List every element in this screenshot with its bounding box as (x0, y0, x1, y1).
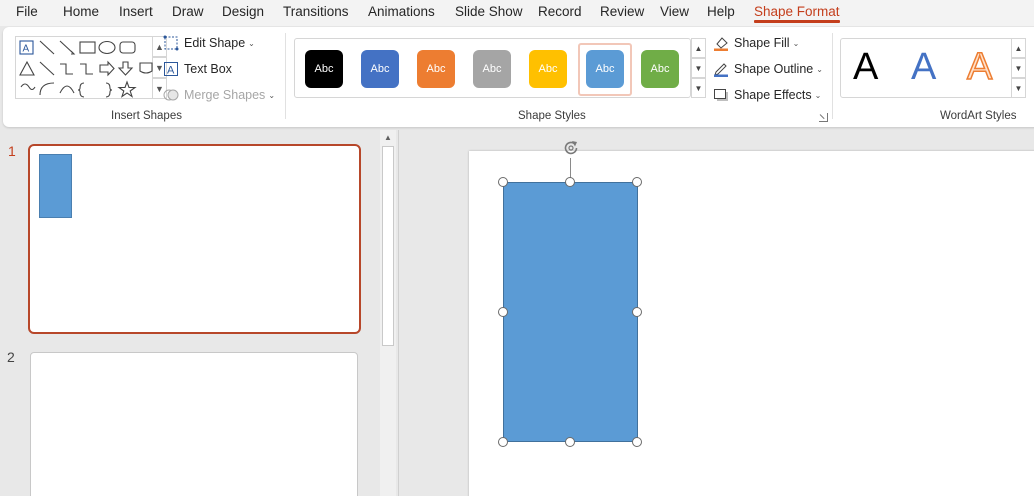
tab-shape-format[interactable]: Shape Format (754, 4, 840, 23)
paint-bucket-icon (713, 35, 729, 51)
shape-fill-label: Shape Fill (734, 36, 790, 50)
chevron-down-icon: ⌄ (816, 64, 823, 74)
shape-styles-group-label: Shape Styles (518, 110, 586, 122)
tab-help[interactable]: Help (707, 4, 735, 19)
menu-bar: File Home Insert Draw Design Transitions… (0, 0, 1034, 26)
style-swatch-2[interactable]: Abc (361, 50, 399, 88)
svg-text:A: A (167, 65, 175, 77)
slide-number-1: 1 (8, 143, 16, 159)
tab-transitions[interactable]: Transitions (283, 4, 349, 19)
shape-fill-button[interactable]: Shape Fill ⌄ (713, 32, 799, 54)
rotation-connector (570, 158, 571, 182)
merge-shapes-icon (163, 87, 179, 103)
slide-thumbnail-1[interactable] (28, 144, 361, 334)
insert-shapes-group-label: Insert Shapes (111, 110, 182, 122)
text-box-button[interactable]: A Text Box (163, 58, 232, 80)
chevron-down-icon: ⌄ (814, 90, 822, 100)
styles-more[interactable]: ▼ (691, 78, 706, 98)
swatch-label: Abc (650, 63, 670, 75)
edit-shape-icon (163, 35, 179, 51)
shape-effects-button[interactable]: Shape Effects ⌄ (713, 84, 821, 106)
rotate-handle-icon[interactable] (561, 138, 581, 158)
edit-shape-button[interactable]: Edit Shape ⌄ (163, 32, 255, 54)
shape-outline-label: Shape Outline (734, 62, 814, 76)
thumbnails-scrollbar[interactable]: ▲ (380, 130, 396, 496)
resize-handle-bottom-left[interactable] (498, 437, 508, 447)
shape-effects-label: Shape Effects (734, 88, 812, 102)
shapes-gallery[interactable]: A (15, 36, 153, 99)
tab-insert[interactable]: Insert (119, 4, 153, 19)
swatch-label: Abc (426, 63, 446, 75)
edit-shape-label: Edit Shape (184, 36, 246, 50)
selected-rectangle-shape[interactable] (503, 182, 638, 442)
text-box-icon: A (163, 61, 179, 77)
swatch-label: Abc (482, 63, 502, 75)
group-divider (285, 33, 286, 119)
resize-handle-bottom[interactable] (565, 437, 575, 447)
resize-handle-right[interactable] (632, 307, 642, 317)
group-divider (832, 33, 833, 119)
thumbnail-shape (39, 154, 72, 218)
slide-thumbnail-2[interactable] (30, 352, 358, 496)
tab-design[interactable]: Design (222, 4, 265, 19)
shapes-gallery-icons: A (19, 40, 153, 98)
resize-handle-top-right[interactable] (632, 177, 642, 187)
style-swatch-1[interactable]: Abc (305, 50, 343, 88)
tab-home[interactable]: Home (63, 4, 100, 19)
resize-handle-left[interactable] (498, 307, 508, 317)
tab-draw[interactable]: Draw (172, 4, 204, 19)
selected-style-highlight (578, 43, 632, 96)
tab-file[interactable]: File (16, 4, 38, 19)
scroll-up-arrow[interactable]: ▲ (384, 132, 392, 142)
wordart-styles-group-label: WordArt Styles (940, 110, 1017, 122)
style-swatch-6[interactable]: Abc (586, 50, 624, 88)
ribbon: A (3, 27, 1034, 127)
scroll-thumb[interactable] (382, 146, 394, 346)
merge-shapes-label: Merge Shapes (184, 88, 266, 102)
style-swatch-3[interactable]: Abc (417, 50, 455, 88)
wordart-style-3[interactable]: A (966, 45, 993, 89)
wordart-style-2[interactable]: A (911, 46, 937, 88)
shape-styles-gallery: Abc Abc Abc Abc Abc Abc Abc (294, 38, 691, 98)
swatch-label: Abc (595, 63, 615, 75)
wordart-style-1[interactable]: A (853, 46, 879, 88)
resize-handle-top-left[interactable] (498, 177, 508, 187)
style-swatch-5[interactable]: Abc (529, 50, 567, 88)
swatch-label: Abc (314, 63, 334, 75)
style-swatch-4[interactable]: Abc (473, 50, 511, 88)
svg-text:A: A (23, 44, 30, 55)
shapes-scroll-down[interactable]: ▼ (153, 57, 167, 78)
wordart-gallery: A A A (840, 38, 1020, 98)
wordart-more[interactable]: ▼ (1011, 78, 1026, 98)
pane-divider[interactable] (398, 130, 399, 496)
chevron-down-icon: ⌄ (248, 38, 255, 48)
tab-slide-show[interactable]: Slide Show (455, 4, 523, 19)
swatch-label: Abc (538, 63, 558, 75)
shape-styles-dialog-launcher[interactable] (819, 113, 828, 122)
chevron-down-icon: ⌄ (268, 90, 276, 100)
tab-review[interactable]: Review (600, 4, 645, 19)
wordart-scroll-down[interactable]: ▼ (1011, 58, 1026, 78)
tab-view[interactable]: View (660, 4, 690, 19)
tab-record[interactable]: Record (538, 4, 582, 19)
shapes-more[interactable]: ▼ (153, 78, 167, 99)
chevron-down-icon: ⌄ (792, 38, 800, 48)
slide-number-2: 2 (7, 349, 15, 365)
text-box-label: Text Box (184, 62, 232, 76)
pencil-icon (713, 61, 729, 77)
resize-handle-top[interactable] (565, 177, 575, 187)
shape-effects-icon (713, 87, 729, 103)
styles-scroll-up[interactable]: ▲ (691, 38, 706, 58)
shapes-scroll-up[interactable]: ▲ (153, 36, 167, 57)
resize-handle-bottom-right[interactable] (632, 437, 642, 447)
styles-scroll-down[interactable]: ▼ (691, 58, 706, 78)
swatch-label: Abc (370, 63, 390, 75)
tab-animations[interactable]: Animations (368, 4, 435, 19)
shape-outline-button[interactable]: Shape Outline ⌄ (713, 58, 823, 80)
style-swatch-7[interactable]: Abc (641, 50, 679, 88)
merge-shapes-button[interactable]: Merge Shapes ⌄ (163, 84, 275, 106)
wordart-scroll-up[interactable]: ▲ (1011, 38, 1026, 58)
